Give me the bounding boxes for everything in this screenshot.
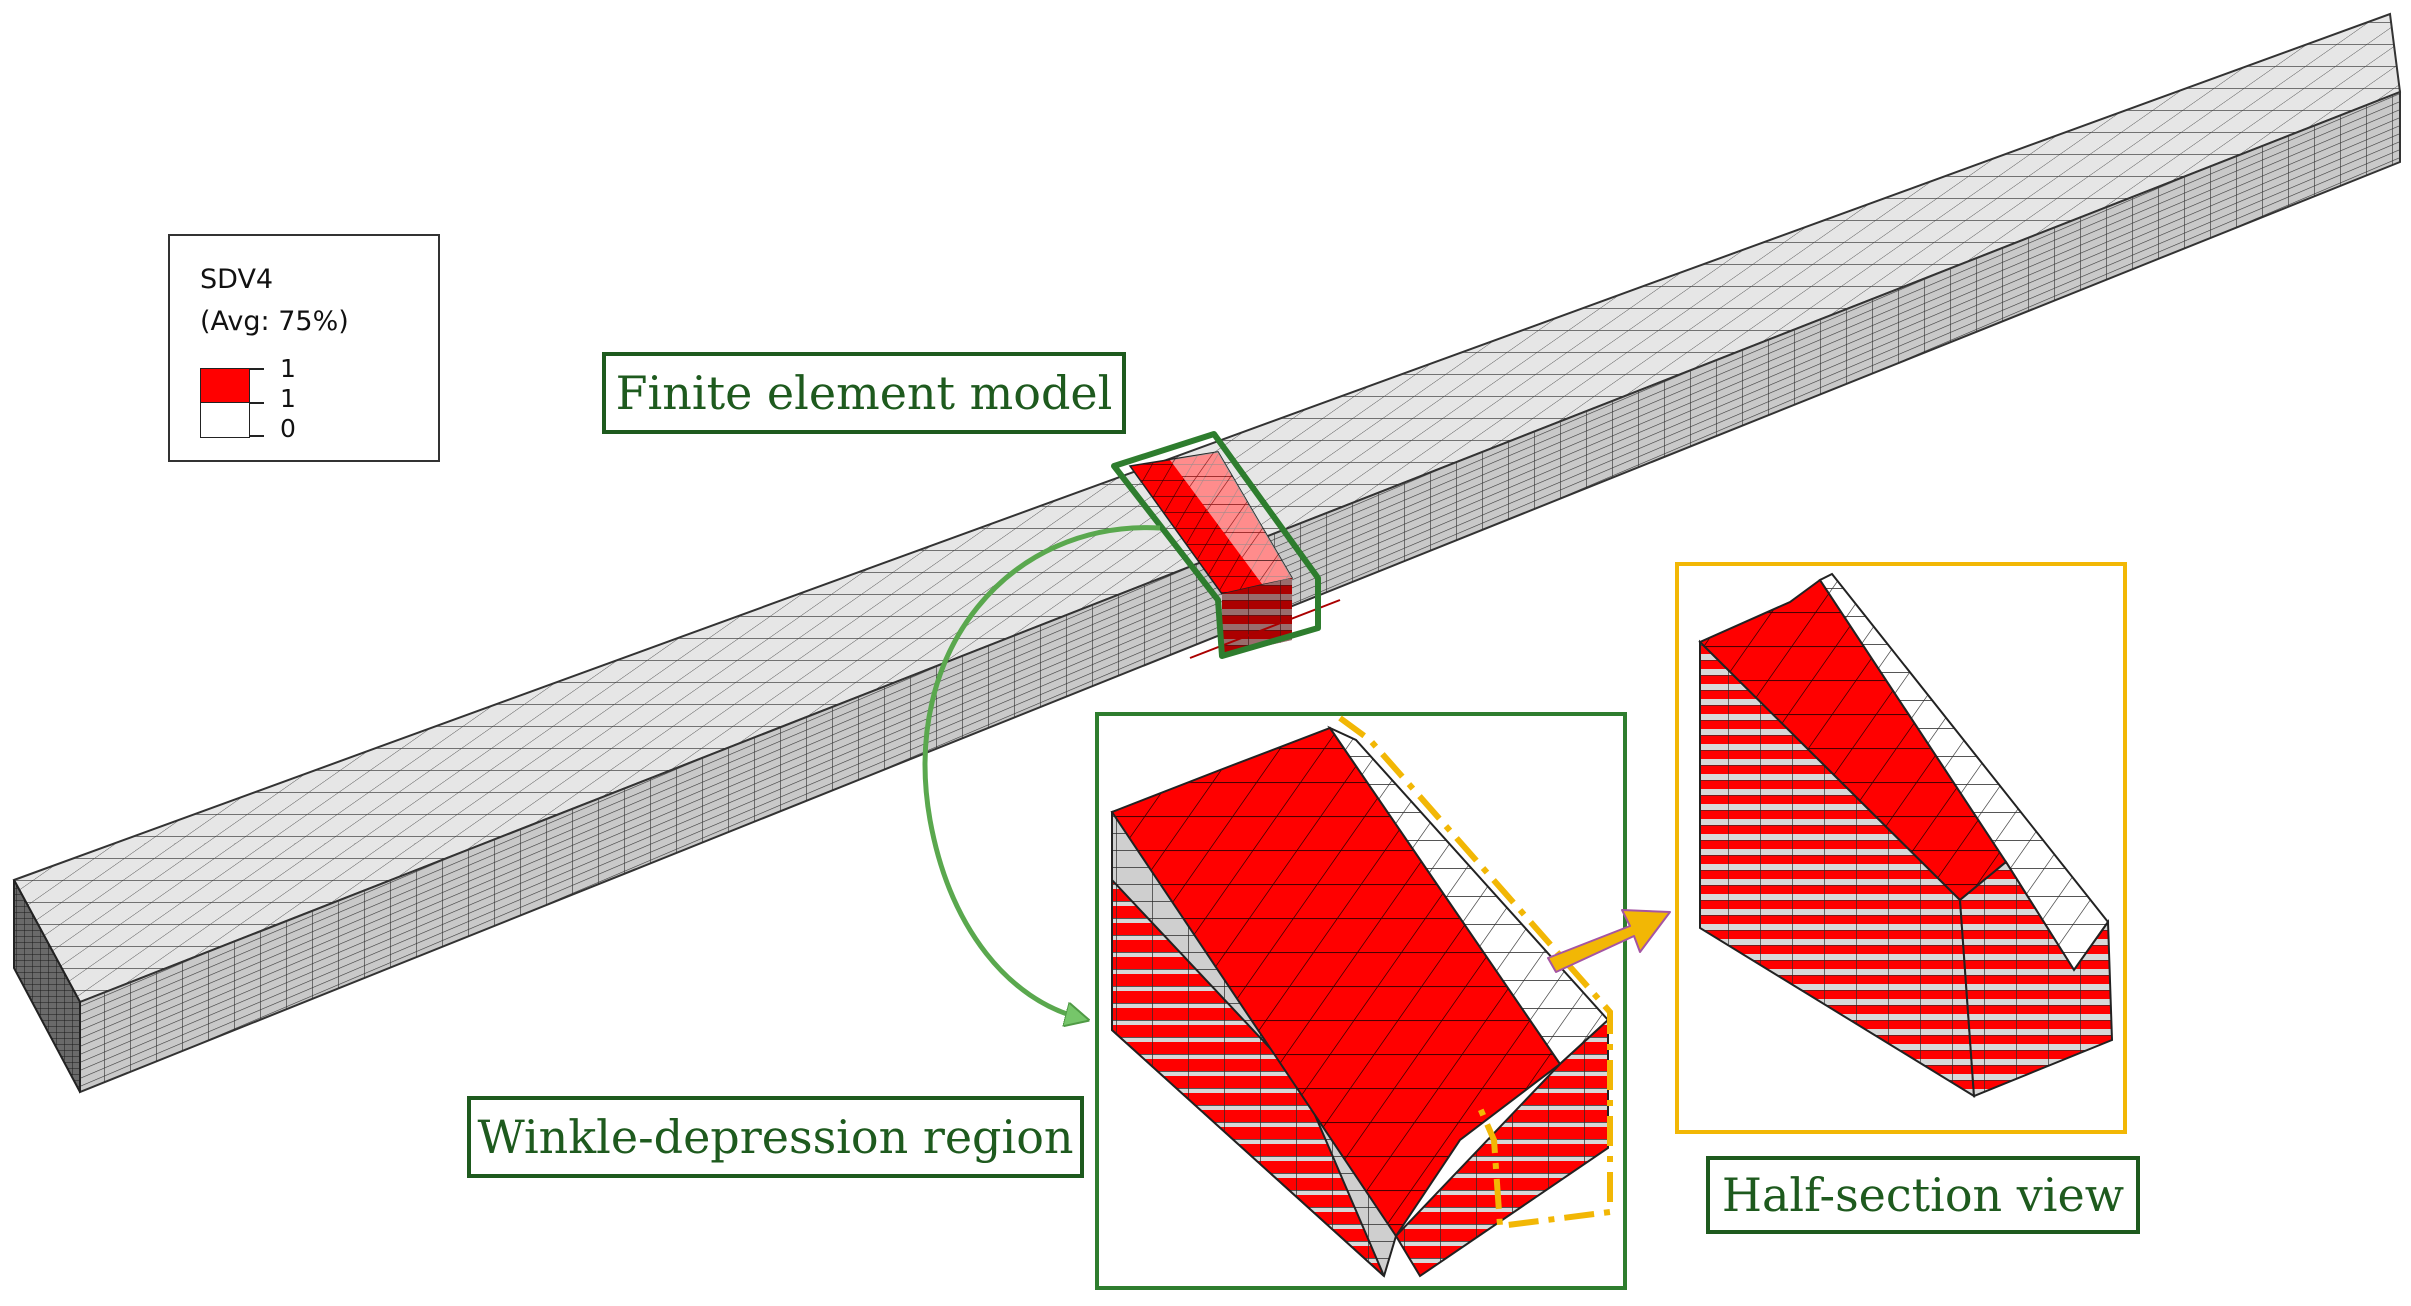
- legend-level-bottom: 0: [280, 414, 296, 443]
- legend-tick: [250, 402, 264, 404]
- half-end-face: [1958, 860, 2114, 1098]
- legend-level-top: 1: [280, 354, 296, 383]
- legend-title: SDV4: [200, 264, 274, 295]
- label-finite-element-model: Finite element model: [602, 352, 1126, 434]
- half-section-model: [1698, 572, 2114, 1098]
- label-half-section-view: Half-section view: [1706, 1156, 2140, 1234]
- half-section-cut-line: [1338, 715, 1613, 1230]
- green-curved-arrow: [922, 525, 1161, 1018]
- legend: SDV4 (Avg: 75%) 1 1 0: [168, 234, 440, 462]
- legend-swatch-failed: [200, 368, 250, 404]
- legend-subtitle: (Avg: 75%): [200, 306, 349, 337]
- fe-model-highlight-frame: [1111, 431, 1321, 659]
- zoom-side-layers: [1111, 877, 1385, 1277]
- beam-end-face: [13, 879, 81, 1093]
- legend-tick: [250, 368, 264, 370]
- label-wrinkle-region: Winkle-depression region: [467, 1096, 1084, 1178]
- legend-tick: [250, 435, 264, 437]
- legend-swatch-intact: [200, 402, 250, 438]
- zoom-model: [1110, 715, 1613, 1278]
- legend-level-mid: 1: [280, 384, 296, 413]
- beam-wrinkle-region: [1128, 451, 1341, 659]
- orange-arrow: [1547, 909, 1671, 973]
